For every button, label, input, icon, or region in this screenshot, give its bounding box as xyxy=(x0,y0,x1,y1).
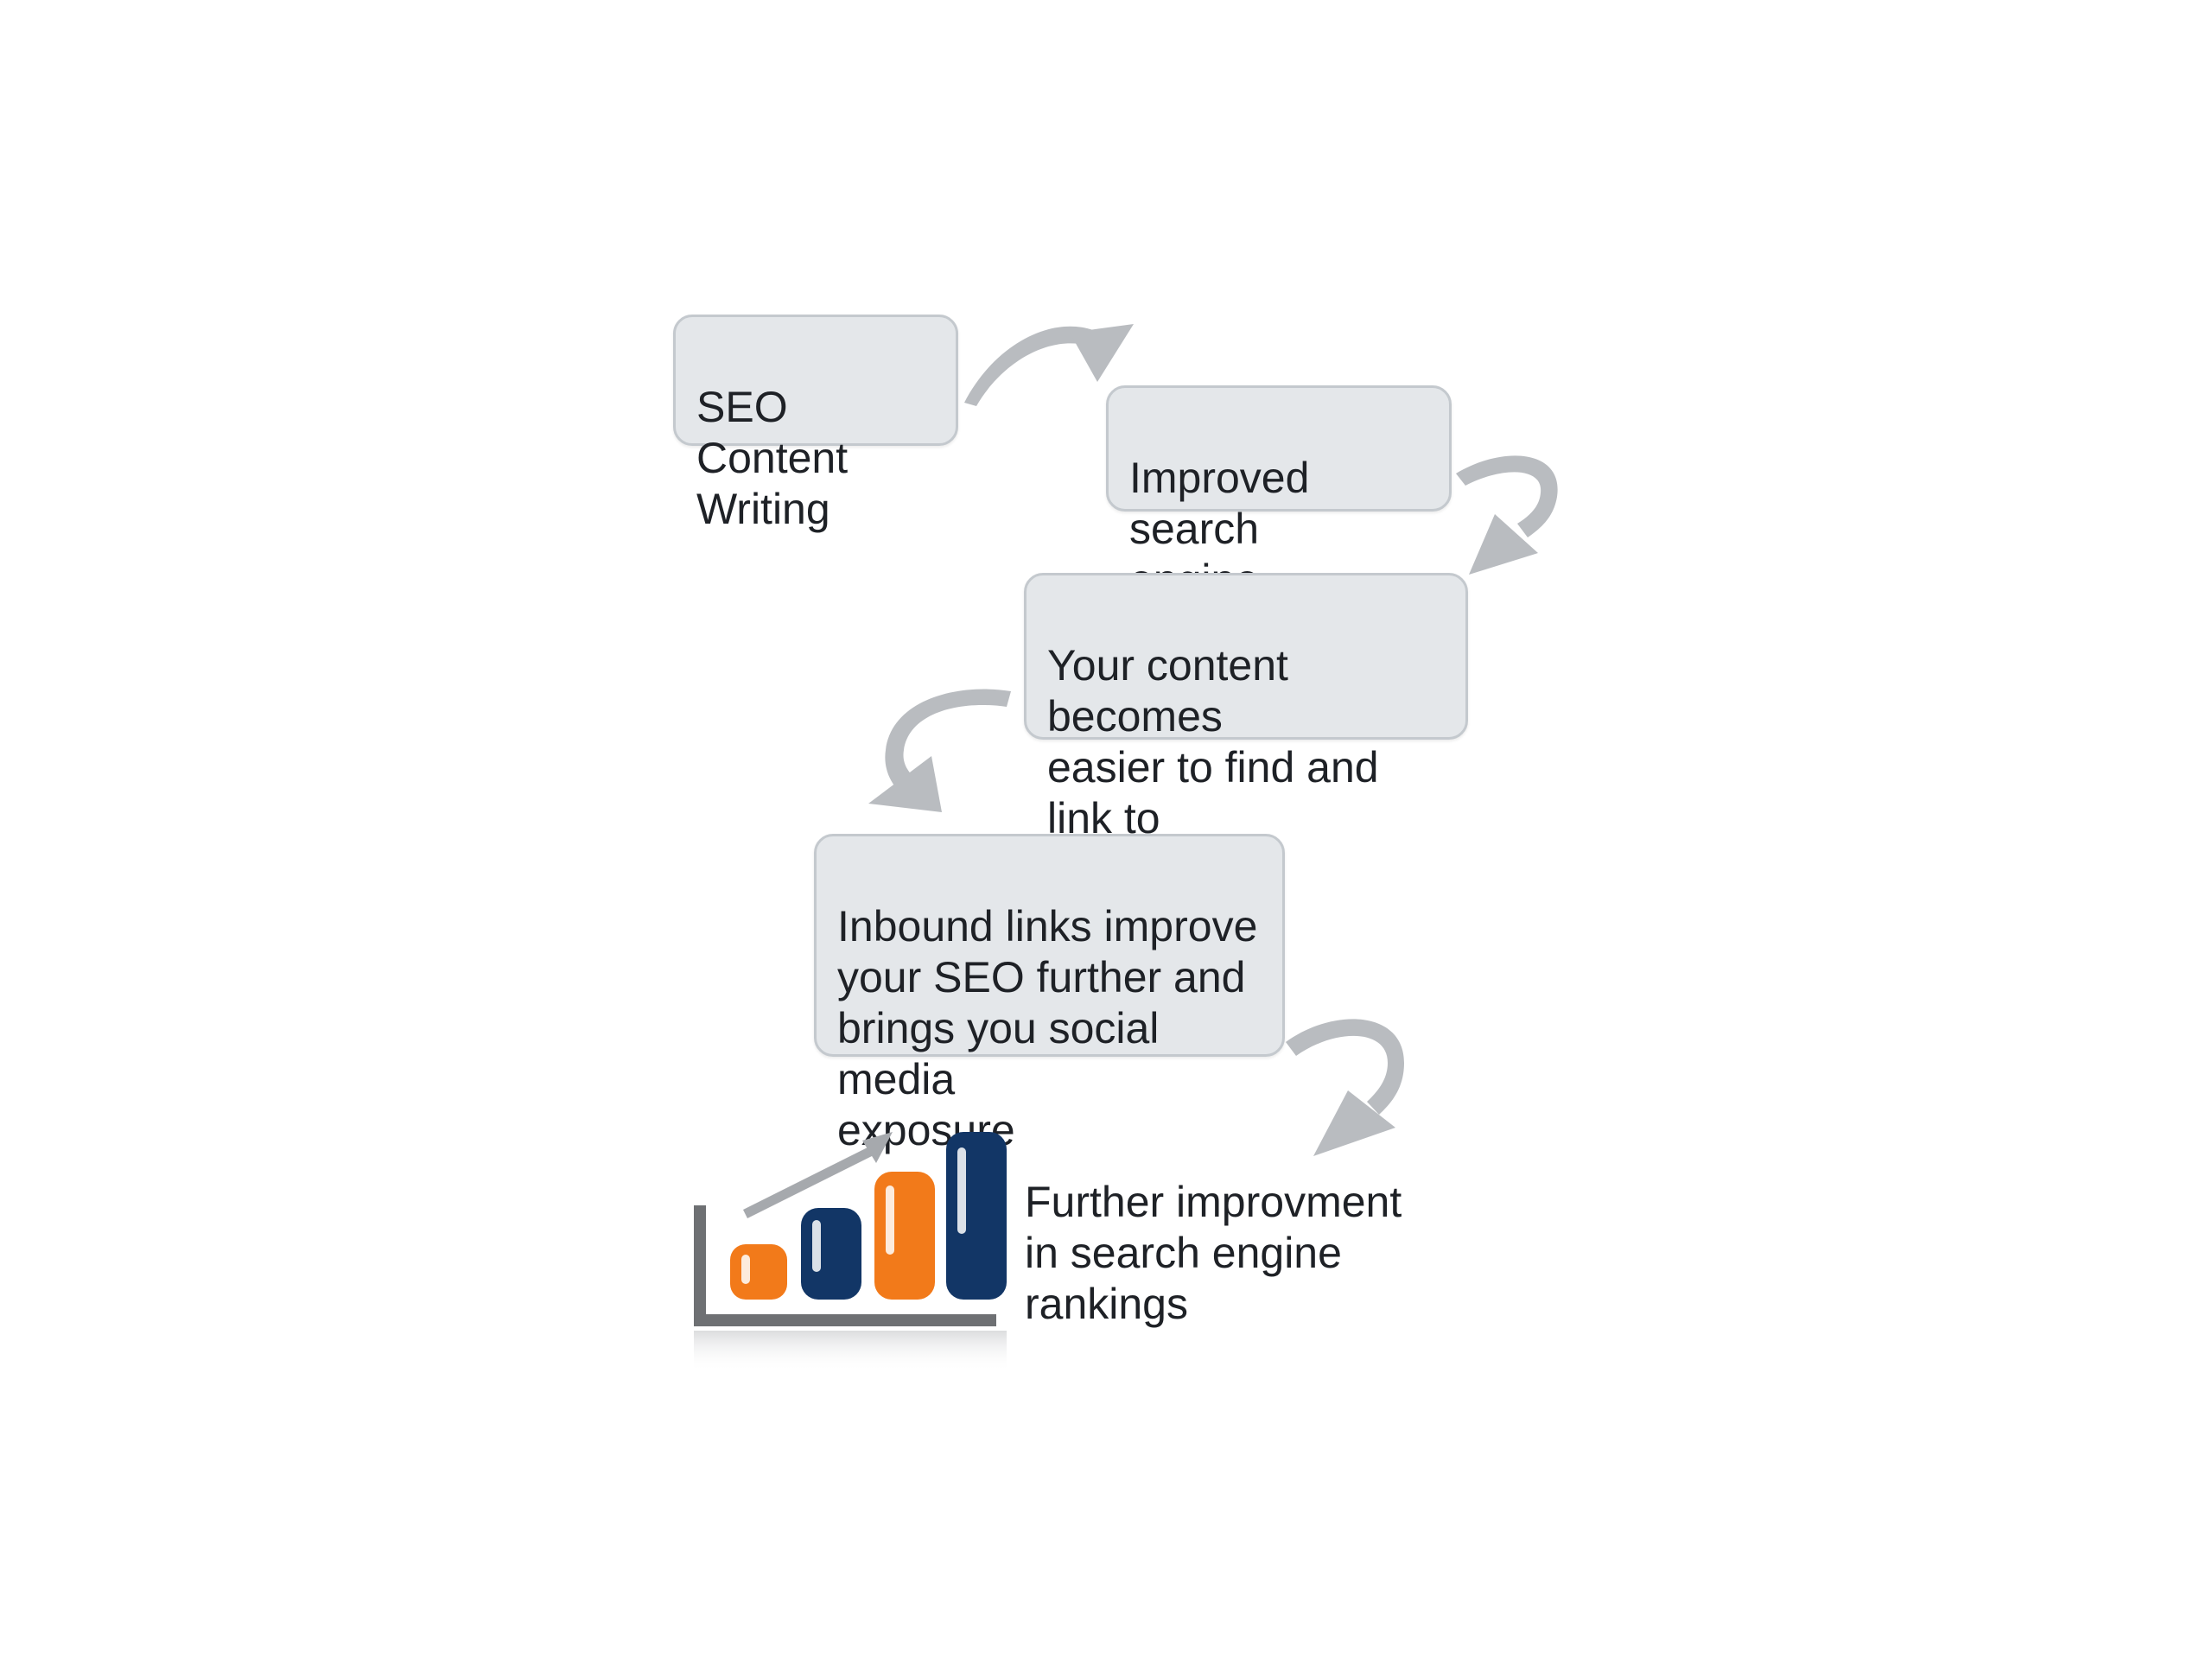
chart-axis xyxy=(694,1205,996,1326)
step-box-inbound-links: Inbound links improve your SEO further a… xyxy=(814,834,1285,1154)
chart-bar xyxy=(874,1172,935,1300)
final-step-caption: Further improvment in search engine rank… xyxy=(1025,1178,1402,1328)
chart-bars xyxy=(730,1132,1007,1300)
curved-arrow-icon xyxy=(868,689,1011,812)
chart-bar xyxy=(946,1132,1007,1300)
chart-reflection xyxy=(694,1331,1007,1372)
step-label: Inbound links improve your SEO further a… xyxy=(837,902,1258,1154)
step-label: SEO Content Writing xyxy=(696,383,849,533)
step-label: Your content becomes easier to find and … xyxy=(1047,641,1379,842)
step-box-improved-rankings: Improved search engine rankings xyxy=(1106,385,1452,655)
step-box-seo-content-writing: SEO Content Writing xyxy=(673,315,958,533)
curved-arrow-icon xyxy=(1456,455,1558,575)
curved-arrow-icon xyxy=(1286,1019,1404,1156)
chart-bar xyxy=(730,1244,787,1300)
chart-bar xyxy=(801,1208,861,1300)
step-box-content-easier-to-find: Your content becomes easier to find and … xyxy=(1024,573,1468,842)
